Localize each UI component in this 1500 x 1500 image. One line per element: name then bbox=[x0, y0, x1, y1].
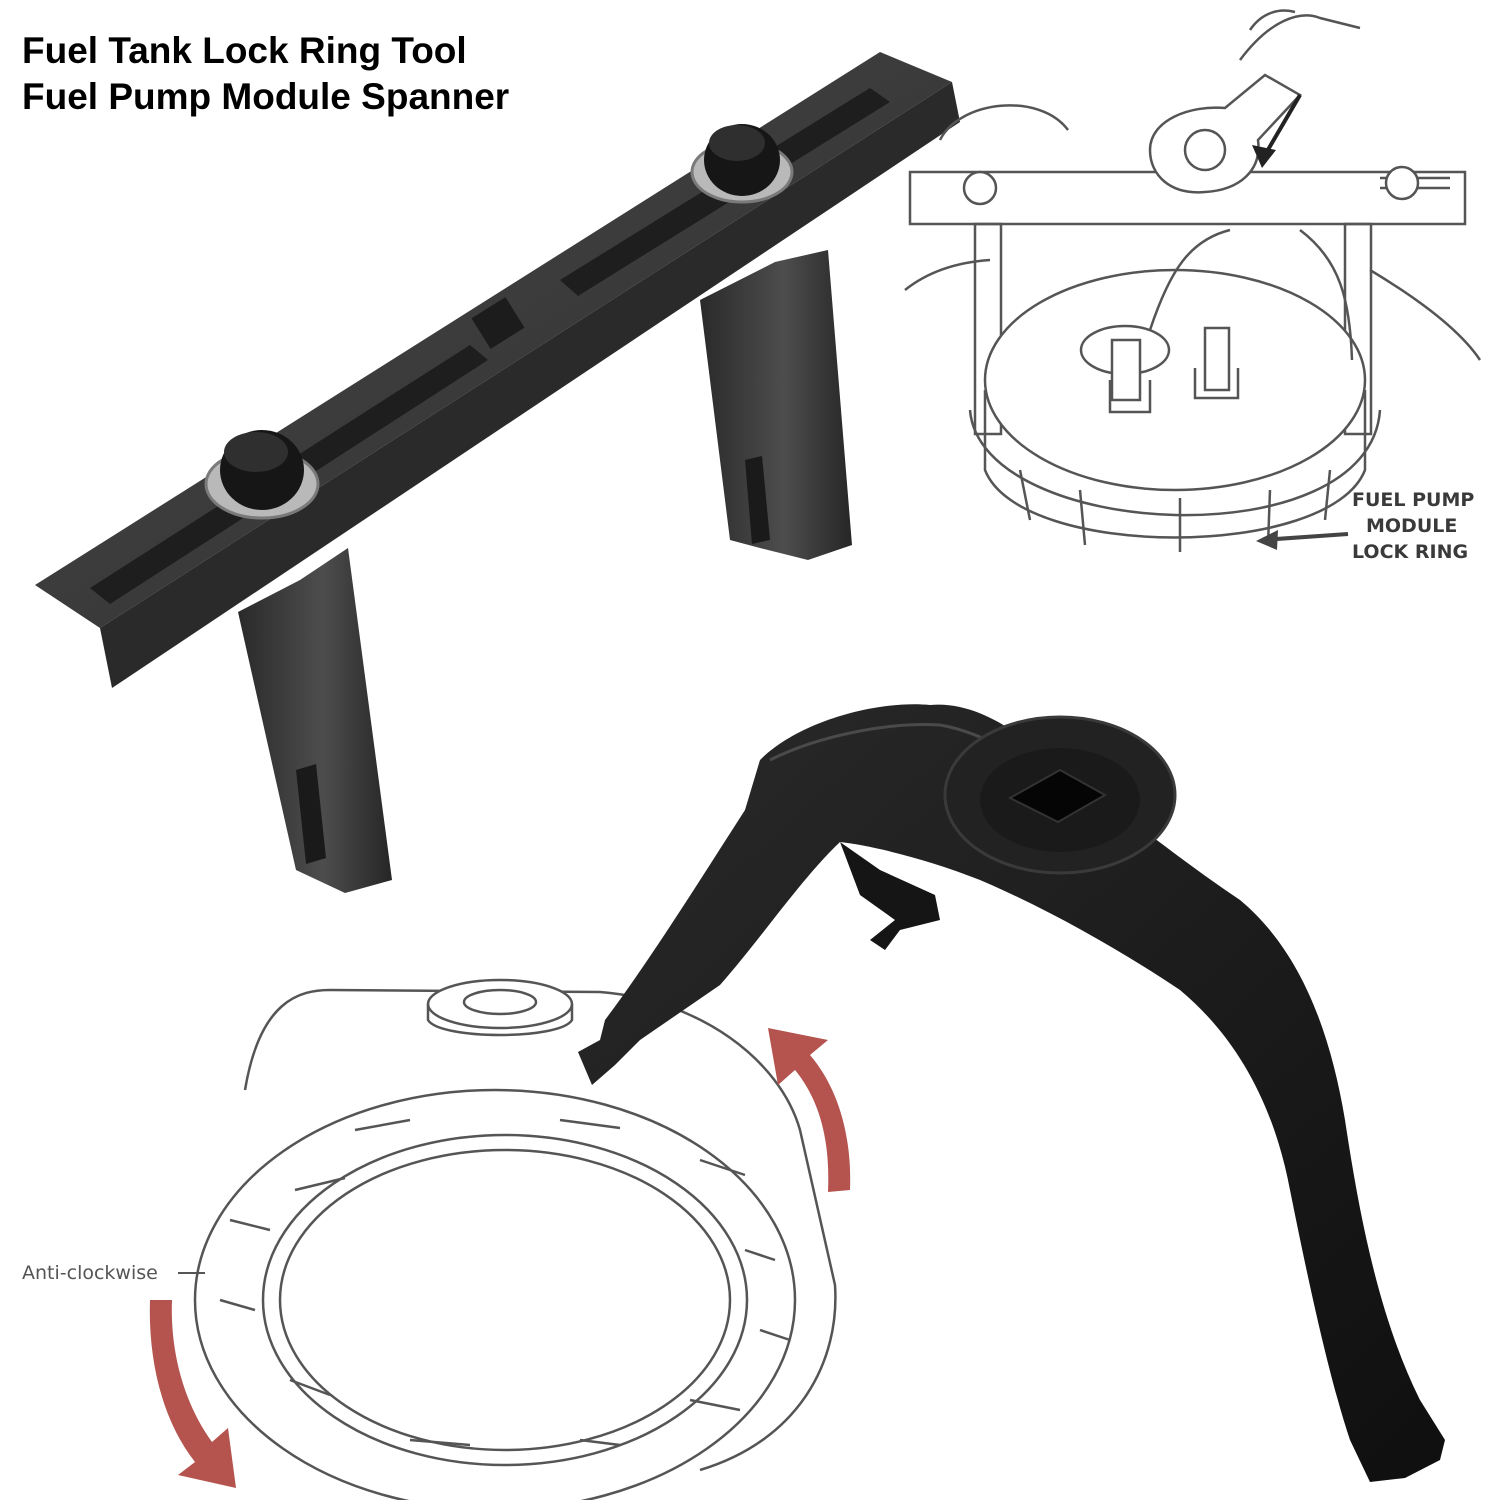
lock-ring-callout-label: FUEL PUMP MODULE LOCK RING bbox=[1352, 487, 1474, 565]
bar-front-face bbox=[100, 82, 960, 688]
product-title: Fuel Tank Lock Ring Tool Fuel Pump Modul… bbox=[22, 28, 509, 120]
lock-ring-inner bbox=[278, 1148, 732, 1452]
bar-center-square bbox=[471, 297, 525, 349]
installation-diagram bbox=[904, 9, 1482, 552]
arrow-down-left bbox=[149, 1300, 236, 1488]
title-line-2: Fuel Pump Module Spanner bbox=[22, 76, 510, 117]
lock-ring-outer bbox=[193, 1088, 797, 1500]
left-leg bbox=[238, 548, 392, 893]
callout-line-3: LOCK RING bbox=[1352, 541, 1469, 563]
diagram-module-top bbox=[983, 268, 1367, 492]
tank-housing bbox=[243, 988, 837, 1472]
curved-spanner-wrench bbox=[578, 704, 1445, 1482]
left-leg-slot bbox=[296, 764, 326, 864]
lock-ring-drawing bbox=[193, 978, 837, 1500]
anti-clockwise-label: Anti-clockwise bbox=[22, 1262, 158, 1284]
callout-line-1: FUEL PUMP bbox=[1352, 489, 1475, 511]
ratchet bbox=[1148, 73, 1302, 194]
bolt-left bbox=[204, 430, 320, 520]
arrow-up-right bbox=[768, 1028, 851, 1192]
right-leg-slot bbox=[745, 456, 770, 544]
title-line-1: Fuel Tank Lock Ring Tool bbox=[22, 30, 467, 71]
tank-outline bbox=[904, 104, 1482, 361]
bolt-right bbox=[690, 124, 794, 204]
spanner-left-hook bbox=[840, 842, 940, 950]
callout-line-2: MODULE bbox=[1366, 515, 1458, 537]
pump-cap bbox=[426, 978, 574, 1030]
square-drive-hole bbox=[1007, 768, 1108, 824]
rotation-arrows bbox=[149, 1028, 851, 1488]
right-leg bbox=[700, 250, 852, 560]
spanner-body bbox=[578, 704, 1445, 1482]
adjustable-spanner-bar-tool bbox=[35, 52, 960, 893]
